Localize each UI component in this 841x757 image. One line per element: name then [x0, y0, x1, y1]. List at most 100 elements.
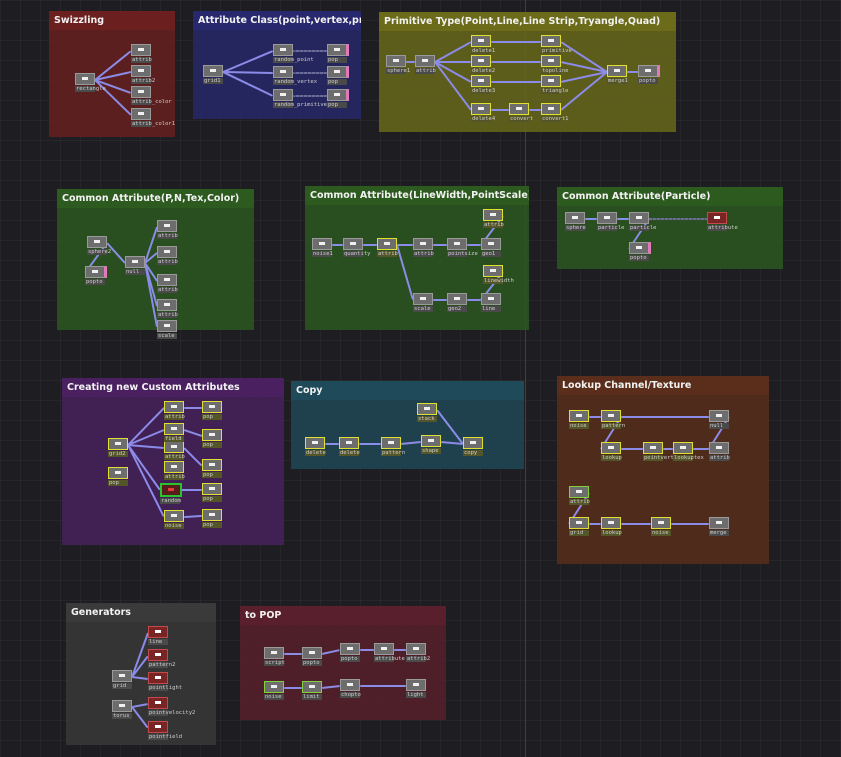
connection-wire[interactable]: [406, 61, 415, 63]
operator-node[interactable]: noise: [164, 510, 184, 529]
operator-node[interactable]: stack: [417, 403, 437, 422]
operator-node[interactable]: torus: [112, 700, 132, 719]
node-viewer-tile[interactable]: [601, 442, 621, 454]
node-viewer-tile[interactable]: [302, 681, 322, 693]
connection-wire[interactable]: [435, 61, 471, 63]
operator-node[interactable]: pop: [202, 401, 222, 420]
operator-node[interactable]: rectangle: [75, 73, 106, 92]
node-viewer-tile[interactable]: [447, 293, 467, 305]
operator-node[interactable]: geo1: [481, 238, 501, 257]
operator-node[interactable]: noise1: [312, 238, 333, 257]
connection-wire[interactable]: [467, 244, 481, 246]
operator-node[interactable]: pop: [202, 459, 222, 478]
operator-node[interactable]: convert: [509, 103, 533, 122]
node-viewer-tile[interactable]: [709, 517, 729, 529]
connection-wire[interactable]: [284, 653, 302, 655]
operator-node[interactable]: sphere2: [87, 236, 111, 255]
node-viewer-tile[interactable]: [164, 510, 184, 522]
node-viewer-tile[interactable]: [541, 75, 561, 87]
operator-node[interactable]: merge1: [607, 65, 628, 84]
connection-wire[interactable]: [184, 407, 202, 409]
connection-wire[interactable]: [131, 676, 149, 680]
node-viewer-tile[interactable]: [157, 246, 177, 258]
connection-wire[interactable]: [127, 444, 165, 518]
operator-node[interactable]: delete1: [471, 35, 495, 54]
operator-node[interactable]: noise: [264, 681, 284, 700]
operator-node[interactable]: lookup: [601, 442, 622, 461]
node-viewer-tile[interactable]: [629, 242, 651, 254]
operator-node[interactable]: pop: [202, 509, 222, 528]
node-viewer-tile[interactable]: [327, 89, 349, 101]
node-viewer-tile[interactable]: [157, 320, 177, 332]
node-viewer-tile[interactable]: [202, 429, 222, 441]
operator-node[interactable]: random_primitive: [273, 89, 327, 108]
connection-wire[interactable]: [467, 299, 481, 301]
node-viewer-tile[interactable]: [709, 410, 729, 422]
operator-node[interactable]: sphere: [565, 212, 586, 231]
node-viewer-tile[interactable]: [112, 670, 132, 682]
node-viewer-tile[interactable]: [202, 509, 222, 521]
node-viewer-tile[interactable]: [339, 437, 359, 449]
node-viewer-tile[interactable]: [273, 66, 293, 78]
operator-node[interactable]: pointfield: [148, 721, 182, 740]
operator-node[interactable]: popto: [629, 242, 651, 261]
connection-wire[interactable]: [433, 299, 447, 301]
node-viewer-tile[interactable]: [421, 435, 441, 447]
node-viewer-tile[interactable]: [463, 437, 483, 449]
operator-node[interactable]: attrib: [157, 246, 178, 265]
node-viewer-tile[interactable]: [85, 266, 107, 278]
node-viewer-tile[interactable]: [131, 65, 151, 77]
panel-common-attribute-linewidth-pointscale[interactable]: Common Attribute(LineWidth,PointScale) n…: [305, 186, 529, 330]
node-viewer-tile[interactable]: [406, 643, 426, 655]
operator-node[interactable]: attrib2: [406, 643, 430, 662]
operator-node[interactable]: lookuptex: [673, 442, 704, 461]
node-viewer-tile[interactable]: [413, 293, 433, 305]
node-viewer-tile[interactable]: [541, 35, 561, 47]
operator-node[interactable]: random_point: [273, 44, 314, 63]
connection-wire[interactable]: [621, 523, 651, 525]
operator-node[interactable]: merge: [709, 517, 729, 536]
node-viewer-tile[interactable]: [157, 274, 177, 286]
node-viewer-tile[interactable]: [343, 238, 363, 250]
node-viewer-tile[interactable]: [160, 483, 182, 497]
node-viewer-tile[interactable]: [709, 442, 729, 454]
operator-node[interactable]: pop: [108, 467, 128, 486]
connection-wire[interactable]: [222, 71, 274, 97]
node-viewer-tile[interactable]: [601, 517, 621, 529]
connection-wire[interactable]: [293, 50, 327, 52]
panel-attribute-class[interactable]: Attribute Class(point,vertex,primitive) …: [193, 11, 361, 119]
node-viewer-tile[interactable]: [131, 108, 151, 120]
connection-wire[interactable]: [127, 407, 165, 446]
connection-wire[interactable]: [183, 447, 203, 467]
operator-node[interactable]: pointvelocity2: [148, 697, 195, 716]
operator-node[interactable]: attrib: [164, 461, 185, 480]
connection-wire[interactable]: [434, 61, 472, 111]
node-viewer-tile[interactable]: [157, 299, 177, 311]
node-viewer-tile[interactable]: [415, 55, 435, 67]
operator-node[interactable]: attrib: [131, 44, 152, 63]
operator-node[interactable]: delete2: [471, 55, 495, 74]
node-viewer-tile[interactable]: [481, 293, 501, 305]
node-viewer-tile[interactable]: [302, 647, 322, 659]
node-viewer-tile[interactable]: [327, 66, 349, 78]
node-viewer-tile[interactable]: [374, 643, 394, 655]
node-viewer-tile[interactable]: [607, 65, 627, 77]
node-viewer-tile[interactable]: [471, 75, 491, 87]
operator-node[interactable]: copy: [463, 437, 483, 456]
operator-node[interactable]: noise: [651, 517, 671, 536]
connection-wire[interactable]: [180, 489, 202, 491]
operator-node[interactable]: pop: [327, 44, 349, 63]
operator-node[interactable]: topoline: [541, 55, 569, 74]
operator-node[interactable]: grid2: [108, 438, 128, 457]
operator-node[interactable]: field: [164, 423, 184, 442]
